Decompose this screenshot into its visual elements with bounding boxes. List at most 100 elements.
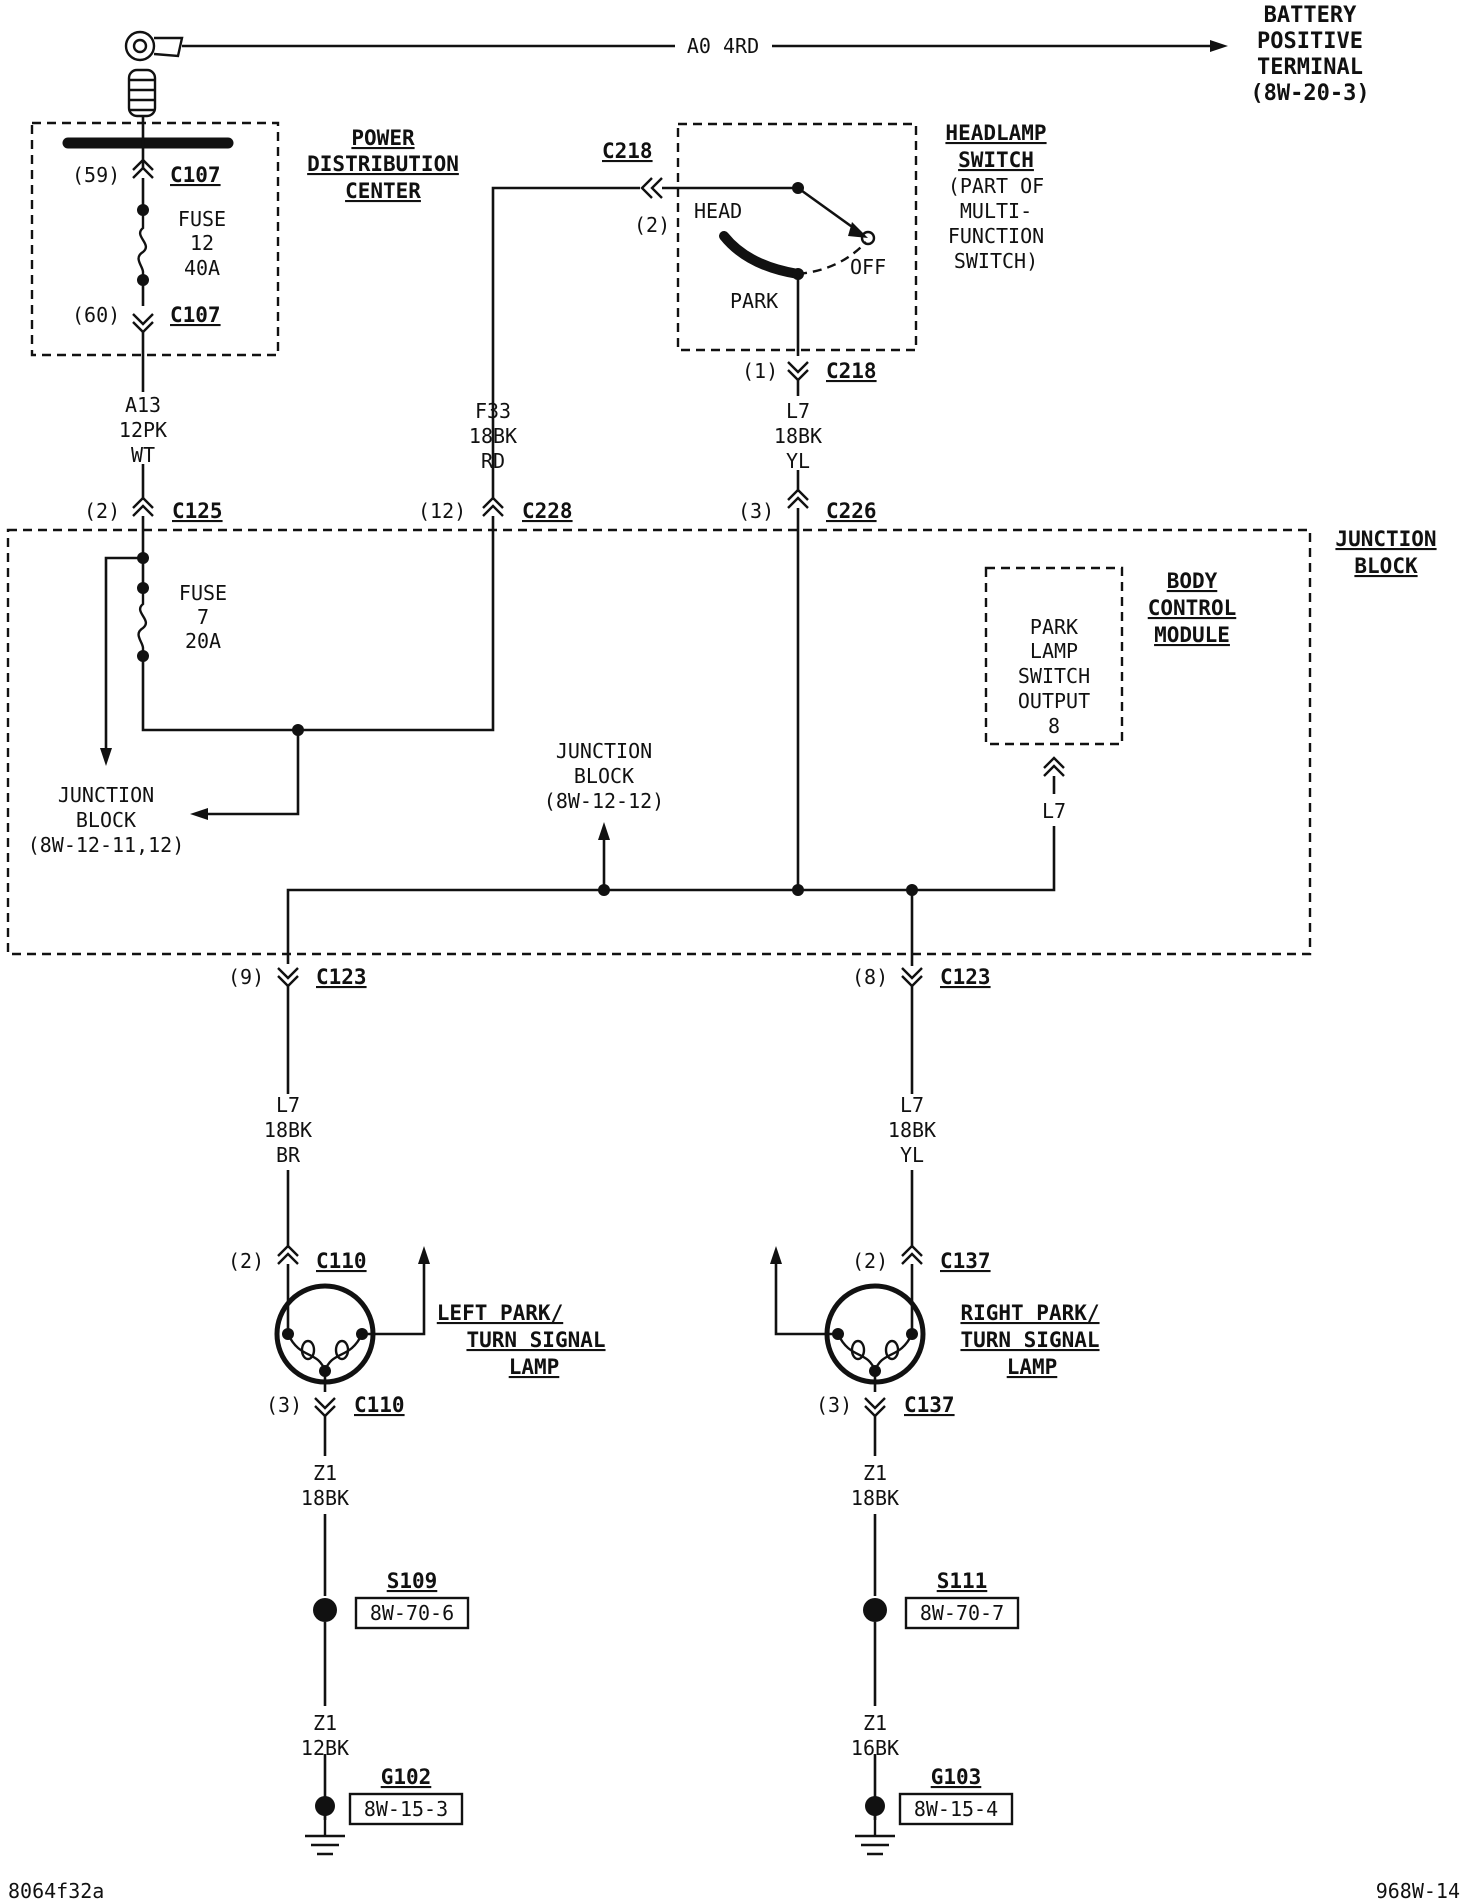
c137-in-conn: C137 (940, 1249, 991, 1273)
jb-ref-mid-1: JUNCTION (556, 739, 652, 763)
jb-label-2: BLOCK (1354, 554, 1418, 578)
left-z1a: Z1 (313, 1461, 337, 1485)
fuse12-l2: 12 (190, 231, 214, 255)
c110-in-pin: (2) (228, 1249, 264, 1273)
junction-block-box (6, 528, 1312, 956)
f33-l3: RD (481, 449, 505, 473)
c125-pin: (2) (84, 499, 120, 523)
c123-left-icon (277, 967, 299, 988)
s109-ref-box (354, 1596, 470, 1630)
c226-pin: (3) (738, 499, 774, 523)
splice-s111 (863, 1598, 887, 1622)
c226-conn: C226 (826, 499, 877, 523)
jb-label-1: JUNCTION (1335, 527, 1436, 551)
c218-head-conn: C218 (602, 139, 653, 163)
c110-in-icon (277, 1244, 299, 1265)
c137-out-pin: (3) (816, 1393, 852, 1417)
s109-label: S109 (387, 1569, 438, 1593)
battery-label-2: POSITIVE (1257, 29, 1363, 54)
arrow-jb-left-down (100, 748, 112, 766)
c123-right-pin: (8) (852, 965, 888, 989)
right-z1b: 18BK (851, 1486, 899, 1510)
left-wire-3: BR (276, 1143, 301, 1167)
headlamp-label-1: HEADLAMP (945, 121, 1046, 145)
right-z2b: 16BK (851, 1736, 899, 1760)
bcm-out-1: PARK (1030, 615, 1078, 639)
left-wire-1: L7 (276, 1093, 300, 1117)
headlamp-label-3: (PART OF (948, 174, 1044, 198)
right-wire-1: L7 (900, 1093, 924, 1117)
fuse-7-icon (137, 588, 148, 656)
fuse7-l3: 20A (185, 629, 221, 653)
c110-out-pin: (3) (266, 1393, 302, 1417)
switch-park-arc (719, 231, 803, 279)
l7top-l1: L7 (786, 399, 810, 423)
fuse7-l2: 7 (197, 605, 209, 629)
left-z1b: 18BK (301, 1486, 349, 1510)
pdc-conn-bottom: C107 (170, 303, 221, 327)
bcm-label-3: MODULE (1154, 623, 1230, 647)
c137-out-conn: C137 (904, 1393, 955, 1417)
bcm-out-2: LAMP (1030, 639, 1078, 663)
a13-l2: 12PK (119, 418, 167, 442)
right-wire-3: YL (900, 1143, 924, 1167)
bcm-label-2: CONTROL (1148, 596, 1237, 620)
bcm-out-5: 8 (1048, 714, 1060, 738)
left-lamp-label-2: TURN SIGNAL (466, 1328, 605, 1352)
c228-conn: C228 (522, 499, 573, 523)
c107-top-icon (132, 158, 154, 179)
c110-out-icon (314, 1397, 336, 1418)
fuse12-l3: 40A (184, 256, 220, 280)
headlamp-label-6: SWITCH) (954, 249, 1038, 273)
s111-ref: 8W-70-7 (920, 1601, 1004, 1625)
c218-park-conn: C218 (826, 359, 877, 383)
c228-pin: (12) (418, 499, 466, 523)
pdc-label-1: POWER (351, 126, 415, 150)
left-z2b: 12BK (301, 1736, 349, 1760)
c110-in-conn: C110 (316, 1249, 367, 1273)
c107-bottom-icon (132, 313, 154, 334)
pdc-label-2: DISTRIBUTION (307, 152, 459, 176)
battery-label-3: TERMINAL (1257, 55, 1363, 80)
jb-ref-mid-2: BLOCK (574, 764, 634, 788)
c218-head-pin: (2) (634, 213, 670, 237)
arrow-jb-left (190, 808, 208, 820)
pdc-label-3: CENTER (345, 179, 421, 203)
g102-ref: 8W-15-3 (364, 1797, 448, 1821)
left-lamp-label-3: LAMP (509, 1355, 560, 1379)
g103-ref-box (898, 1792, 1014, 1826)
f33-l2: 18BK (469, 424, 517, 448)
l7top-l3: YL (786, 449, 810, 473)
right-z2a: Z1 (863, 1711, 887, 1735)
battery-terminal-icon (124, 30, 184, 118)
fuse12-l1: FUSE (178, 207, 226, 231)
splice-s109 (313, 1598, 337, 1622)
ground-g102-icon (305, 1816, 345, 1856)
jb-ref-mid-3: (8W-12-12) (544, 789, 664, 813)
headlamp-label-2: SWITCH (958, 148, 1034, 172)
battery-label-1: BATTERY (1264, 3, 1357, 28)
bcm-wire: L7 (1042, 799, 1066, 823)
switch-park: PARK (730, 289, 778, 313)
pdc-pin-top: (59) (72, 163, 120, 187)
pdc-conn-top: C107 (170, 163, 221, 187)
arrow-battery (1210, 40, 1228, 52)
battery-label-4: (8W-20-3) (1250, 81, 1369, 106)
right-lamp-label-1: RIGHT PARK/ (960, 1301, 1099, 1325)
switch-off: OFF (850, 255, 886, 279)
bcm-out-4: OUTPUT (1018, 689, 1090, 713)
left-wire-2: 18BK (264, 1118, 312, 1142)
s109-ref: 8W-70-6 (370, 1601, 454, 1625)
right-z1a: Z1 (863, 1461, 887, 1485)
c125-icon (132, 496, 154, 517)
footer-left: 8064f32a (8, 1879, 104, 1903)
c218-head-icon (640, 177, 663, 199)
g102-label: G102 (381, 1765, 432, 1789)
jb-ref-left-2: BLOCK (76, 808, 136, 832)
c123-left-pin: (9) (228, 965, 264, 989)
a13-l3: WT (131, 443, 155, 467)
c218-park-icon (787, 361, 809, 382)
c218-park-pin: (1) (742, 359, 778, 383)
headlamp-switch-box (676, 122, 918, 352)
right-lamp-label-3: LAMP (1007, 1355, 1058, 1379)
